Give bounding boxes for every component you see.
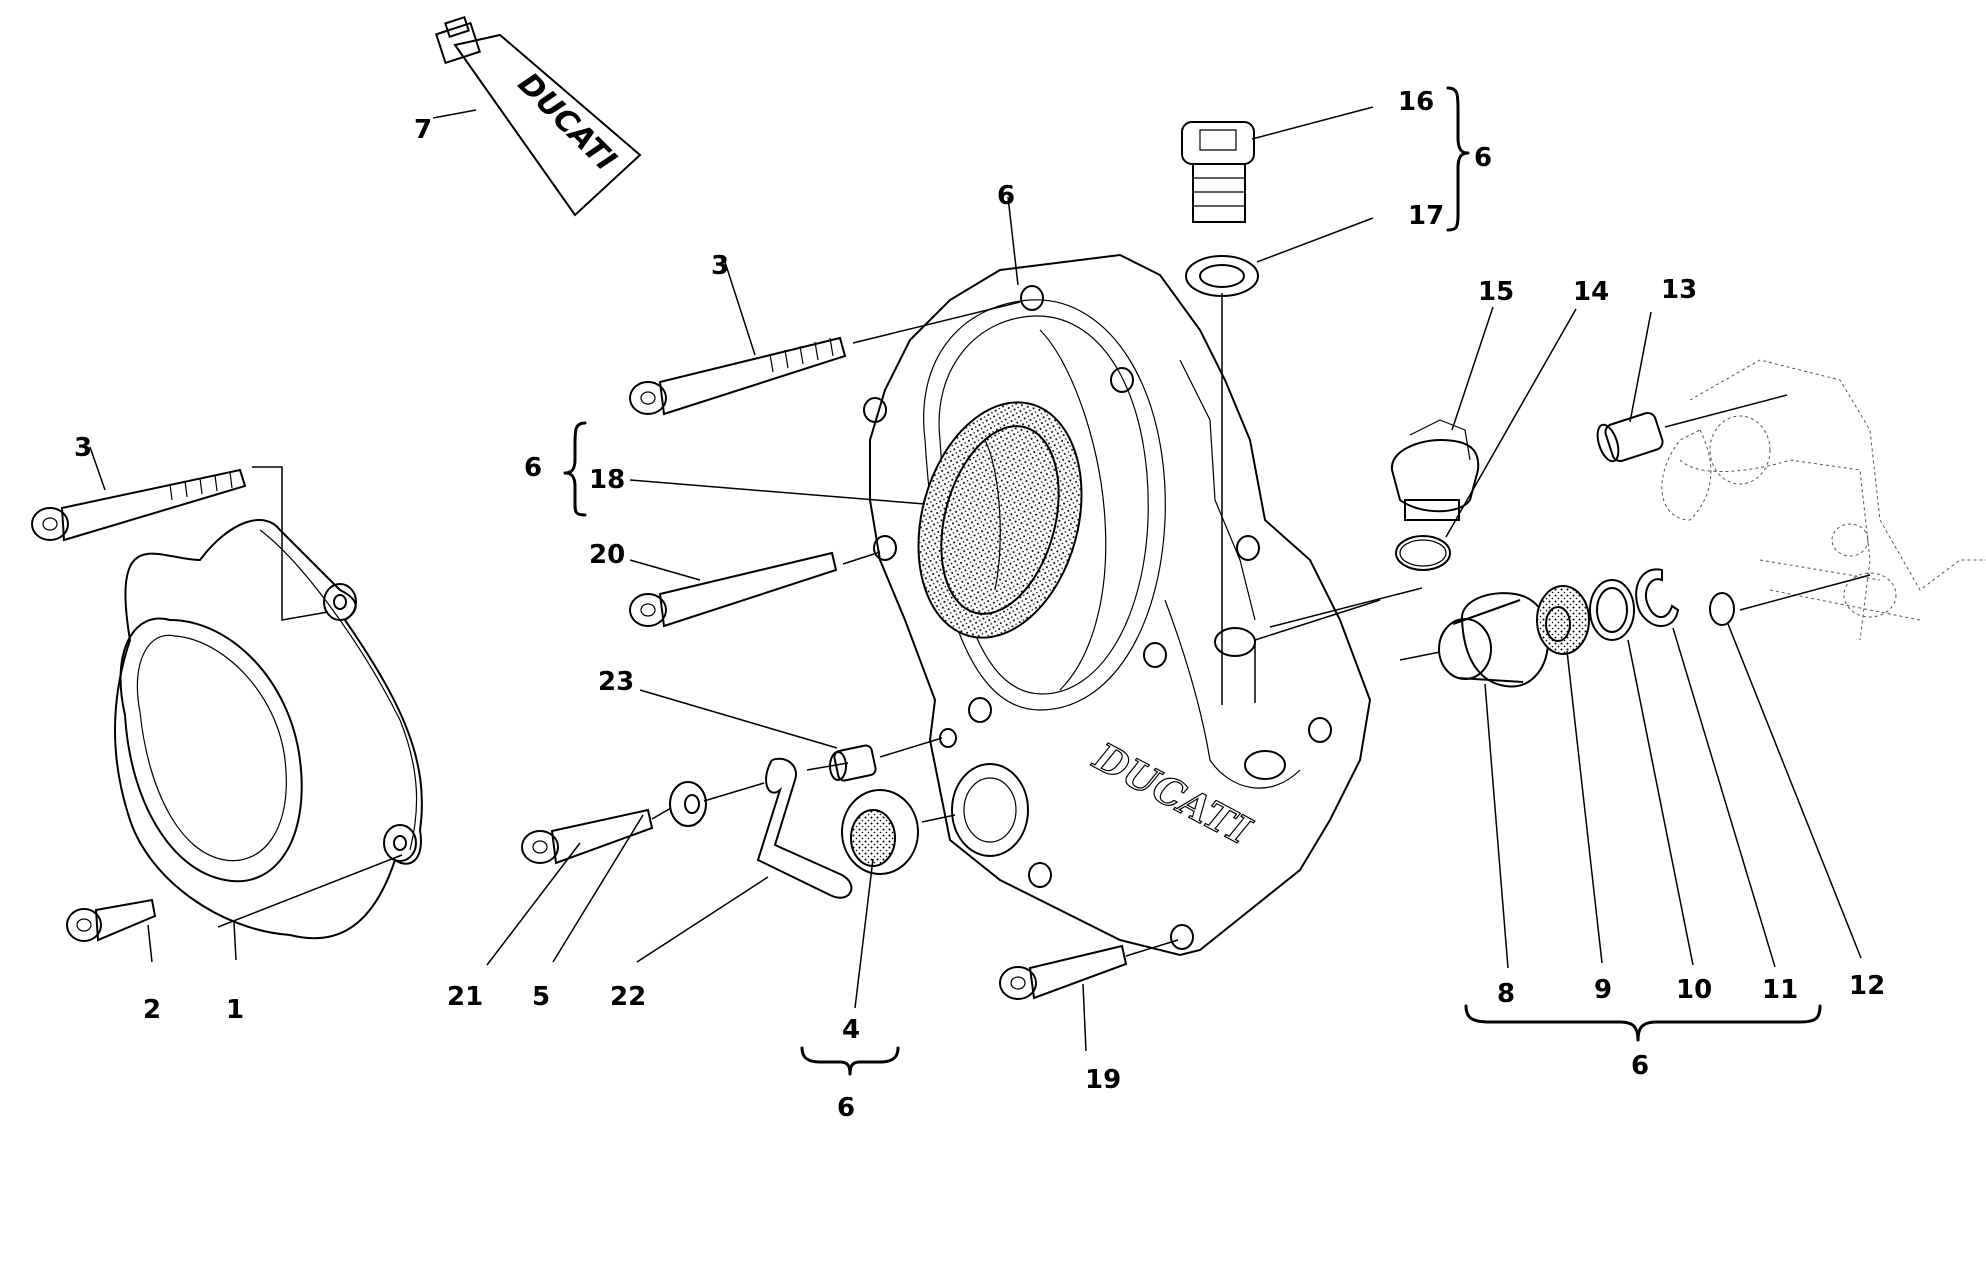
o-ring-part-12 <box>1709 592 1735 626</box>
bolt-part-3-left <box>31 468 247 542</box>
brace-8-12 <box>1464 1004 1822 1042</box>
callout-14: 14 <box>1573 277 1609 307</box>
grease-tube-part-7: DUCATI <box>434 15 642 217</box>
oil-seal-part-18 <box>917 401 1083 639</box>
seal-part-4 <box>841 789 919 875</box>
bolt-part-19 <box>999 944 1128 1000</box>
callout-19: 19 <box>1085 1065 1121 1095</box>
brace-markers <box>563 86 1822 1076</box>
callout-18: 18 <box>589 465 625 495</box>
leader-lines <box>89 106 1871 1052</box>
bolt-part-20 <box>629 551 838 628</box>
callout-12: 12 <box>1849 971 1885 1001</box>
callout-22: 22 <box>610 982 646 1012</box>
engine-case-background <box>1661 359 1986 641</box>
callout-9: 9 <box>1594 975 1612 1005</box>
callout-1: 1 <box>226 995 244 1025</box>
callout-16: 16 <box>1398 87 1434 117</box>
o-ring-part-14 <box>1395 535 1451 571</box>
cover-brand-logo: DUCATI <box>1086 733 1259 853</box>
ring-part-10 <box>1589 579 1635 641</box>
callout-23: 23 <box>598 667 634 697</box>
brace-16-17 <box>1446 86 1470 232</box>
screw-part-16 <box>1181 121 1255 223</box>
callout-15: 15 <box>1478 277 1514 307</box>
tube-brand-logo: DUCATI <box>511 66 623 178</box>
seal-part-9 <box>1536 585 1590 655</box>
callout-6-brace-18: 6 <box>524 453 542 483</box>
bolt-part-2 <box>66 898 157 942</box>
cover-bolt-bosses <box>863 285 1332 950</box>
callout-6-brace-8-12: 6 <box>1631 1051 1649 1081</box>
callout-numbers: 7 3 2 1 3 6 6 18 20 23 21 5 22 4 6 19 16… <box>74 87 1885 1123</box>
callout-6-brace-16-17: 6 <box>1474 143 1492 173</box>
callout-10: 10 <box>1676 975 1712 1005</box>
callout-17: 17 <box>1408 201 1444 231</box>
callout-4: 4 <box>842 1015 860 1045</box>
washer-part-17 <box>1185 255 1259 297</box>
callout-13: 13 <box>1661 275 1697 305</box>
callout-8: 8 <box>1497 979 1515 1009</box>
brace-18 <box>563 421 587 517</box>
callout-6-brace-4: 6 <box>837 1093 855 1123</box>
wire-clip-part-22 <box>756 757 853 899</box>
bolt-part-21 <box>521 808 654 865</box>
callout-11: 11 <box>1762 975 1798 1005</box>
callout-2: 2 <box>143 995 161 1025</box>
callout-20: 20 <box>589 540 625 570</box>
callout-21: 21 <box>447 982 483 1012</box>
callout-5: 5 <box>532 982 550 1012</box>
circlip-part-11 <box>1635 568 1680 627</box>
callout-6-top: 6 <box>997 181 1015 211</box>
bush-part-23 <box>829 744 877 782</box>
callout-7: 7 <box>414 115 432 145</box>
clutch-cover-part-1 <box>114 519 423 940</box>
plug-part-15 <box>1390 419 1480 521</box>
washer-part-5 <box>669 781 707 827</box>
bush-part-13 <box>1596 411 1664 463</box>
brace-4 <box>800 1046 900 1076</box>
callout-3-left: 3 <box>74 433 92 463</box>
sleeve-part-8 <box>1438 592 1550 688</box>
bolt-part-3-middle <box>629 336 847 416</box>
callout-3-middle: 3 <box>711 251 729 281</box>
